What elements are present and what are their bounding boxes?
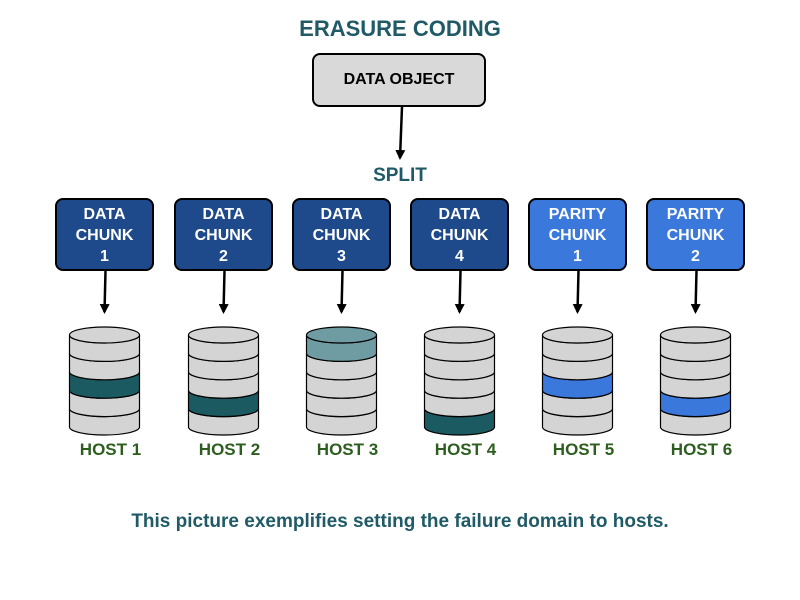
chunk-arrow-2 <box>218 270 229 314</box>
chunk-arrow-6 <box>690 270 701 314</box>
data-object-box: DATA OBJECT <box>312 53 486 107</box>
disk-icon <box>187 326 260 436</box>
chunk-line2-text: CHUNK <box>75 227 134 244</box>
host-label-2: HOST 2 <box>198 440 261 459</box>
diagram-caption: This picture exemplifies setting the fai… <box>131 511 669 532</box>
chunk-line3-text: 4 <box>455 248 464 265</box>
chunk-box-6: PARITY CHUNK 2 <box>646 198 745 271</box>
chunk-box-4: DATA CHUNK 4 <box>410 198 509 271</box>
disk-icon <box>305 326 378 436</box>
chunk-box-3: DATA CHUNK 3 <box>292 198 391 271</box>
chunk-line3-text: 1 <box>100 248 109 265</box>
chunk-line3-text: 2 <box>691 248 700 265</box>
split-label: SPLIT <box>373 165 427 186</box>
chunk-line3-text: 3 <box>337 248 346 265</box>
host-label-3: HOST 3 <box>316 440 379 459</box>
chunk-line1-text: PARITY <box>666 206 725 223</box>
host-label-1: HOST 1 <box>79 440 142 459</box>
disk-top <box>659 326 732 344</box>
chunk-box-2: DATA CHUNK 2 <box>174 198 273 271</box>
chunk-line2-text: CHUNK <box>312 227 371 244</box>
disk-icon <box>68 326 141 436</box>
chunk-line3-text: 1 <box>573 248 582 265</box>
chunk-line1-text: PARITY <box>548 206 607 223</box>
chunk-box-5: PARITY CHUNK 1 <box>528 198 627 271</box>
split-arrow <box>395 106 406 160</box>
chunk-line1-text: DATA <box>83 206 126 223</box>
disk-top <box>305 326 378 344</box>
data-object-label: DATA OBJECT <box>343 71 455 88</box>
disk-icon <box>423 326 496 436</box>
chunk-line1-text: DATA <box>320 206 363 223</box>
disk-top <box>423 326 496 344</box>
diagram-title: ERASURE CODING <box>299 16 501 41</box>
chunk-box-1: DATA CHUNK 1 <box>55 198 154 271</box>
host-label-4: HOST 4 <box>434 440 497 459</box>
chunk-line3-text: 2 <box>219 248 228 265</box>
chunk-line2-text: CHUNK <box>194 227 253 244</box>
chunk-arrow-1 <box>99 270 110 314</box>
chunk-line2-text: CHUNK <box>666 227 725 244</box>
chunk-line2-text: CHUNK <box>430 227 489 244</box>
chunk-arrow-3 <box>336 270 347 314</box>
chunk-line1-text: DATA <box>438 206 481 223</box>
disk-icon <box>659 326 732 436</box>
host-label-5: HOST 5 <box>552 440 615 459</box>
disk-top <box>541 326 614 344</box>
chunk-arrow-4 <box>454 270 465 314</box>
disk-top <box>68 326 141 344</box>
disk-top <box>187 326 260 344</box>
chunk-line1-text: DATA <box>202 206 245 223</box>
disk-icon <box>541 326 614 436</box>
chunk-line2-text: CHUNK <box>548 227 607 244</box>
host-label-6: HOST 6 <box>670 440 733 459</box>
chunk-arrow-5 <box>572 270 583 314</box>
